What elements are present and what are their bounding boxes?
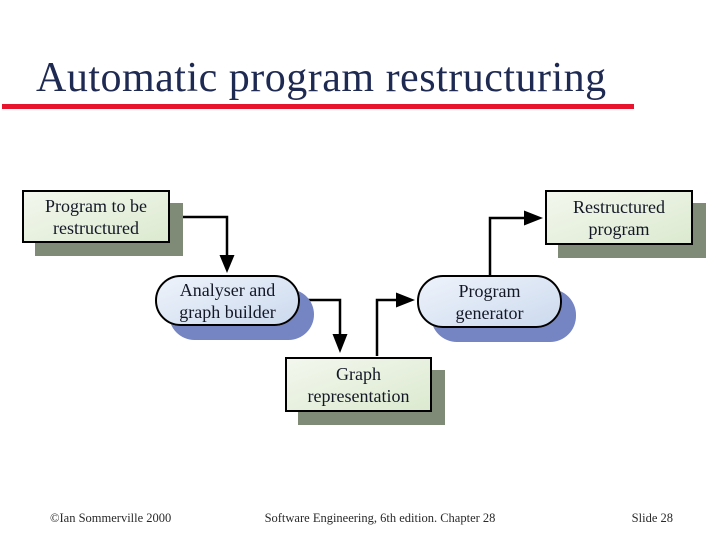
node-restructured-program: Restructured program [545,190,693,245]
node-graph-representation: Graph representation [285,357,432,412]
arrow-program-to-analyser [170,215,235,273]
node-analyser-and-graph-builder: Analyser and graph builder [155,275,300,326]
node-label-line: program [588,218,650,239]
node-label-line: Program to be [45,195,147,216]
arrow-generator-to-restructured [488,210,543,276]
footer-book-title: Software Engineering, 6th edition. Chapt… [264,511,496,525]
title-underline [2,104,634,109]
footer-slide-number: Slide 28 [631,511,673,525]
node-label-line: Program [458,280,521,301]
footer-copyright: ©Ian Sommerville 2000 [50,511,172,525]
slide-footer: ©Ian Sommerville 2000 Software Engineeri… [0,511,720,531]
node-label-line: graph builder [179,301,276,322]
node-label-line: restructured [53,217,139,238]
slide-title: Automatic program restructuring [36,55,607,101]
arrow-graph-to-generator [375,292,415,356]
node-label-line: Graph [336,363,381,384]
node-label-line: representation [307,385,410,406]
arrow-analyser-to-graph [298,298,348,353]
node-program-to-be-restructured: Program to be restructured [22,190,170,243]
node-label-line: Restructured [573,196,665,217]
node-label-line: Analyser and [179,279,276,300]
node-program-generator: Program generator [417,275,562,328]
node-label-line: generator [455,302,524,323]
